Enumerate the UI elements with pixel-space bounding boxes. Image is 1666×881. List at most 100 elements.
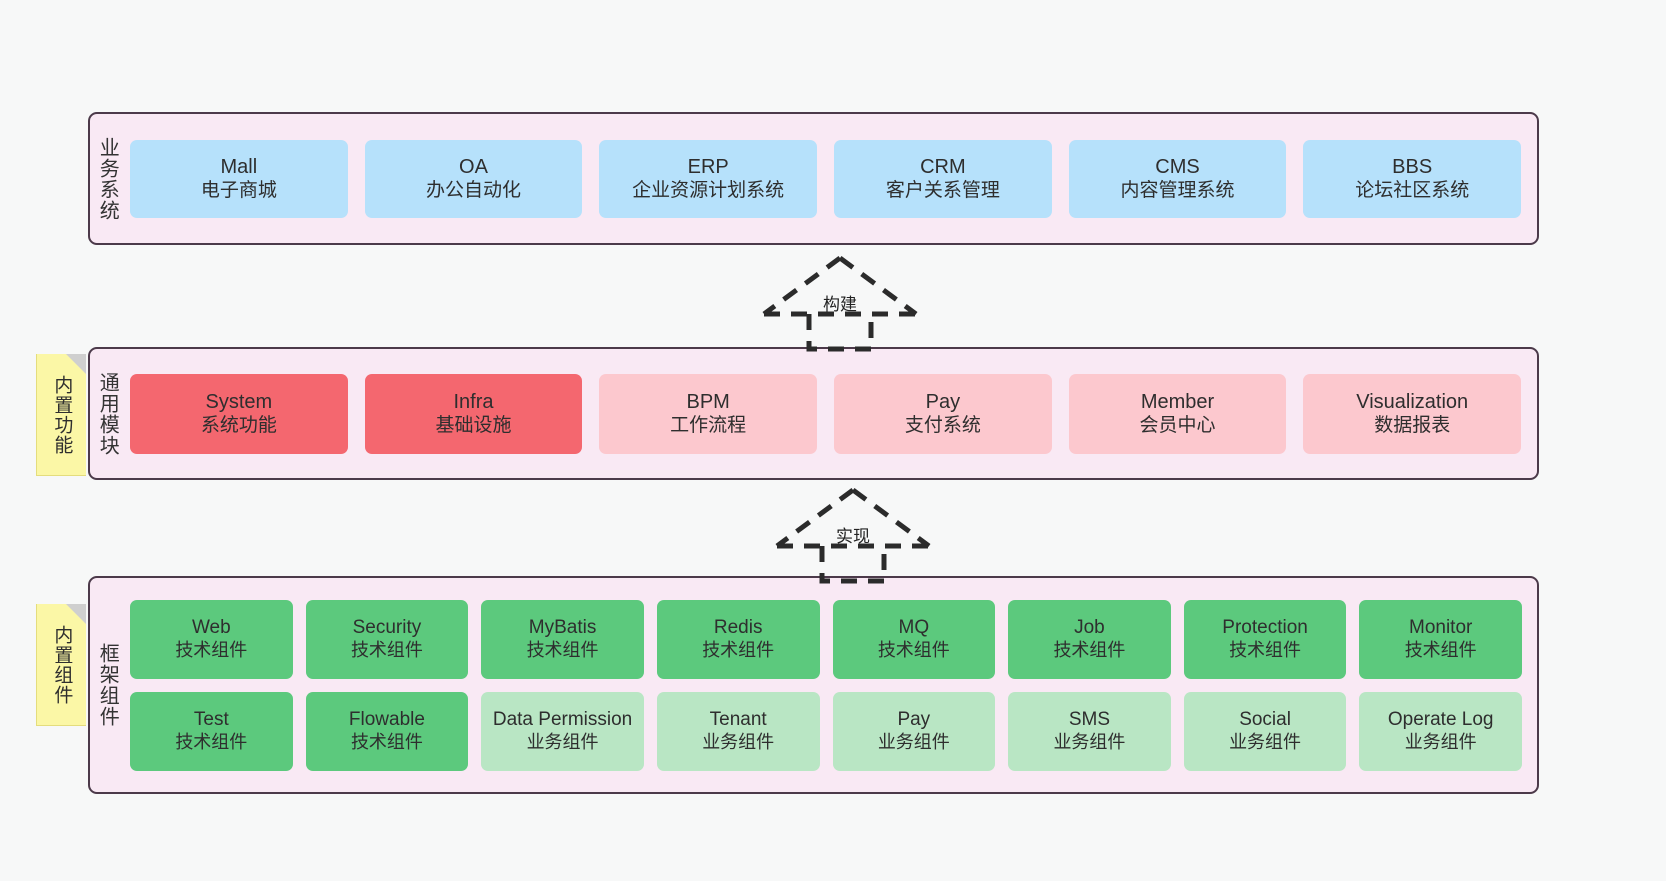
node-data-permission[interactable]: Data Permission 业务组件 <box>481 691 644 771</box>
node-title: Visualization <box>1356 390 1469 413</box>
node-subtitle: 工作流程 <box>670 415 747 437</box>
generalization-arrow-icon <box>762 255 918 352</box>
node-crm[interactable]: CRM 客户关系管理 <box>834 139 1052 218</box>
tier-business-systems-label: 业务系统 <box>96 136 119 221</box>
connector-implement-label: 实现 <box>836 527 870 546</box>
node-web[interactable]: Web 技术组件 <box>130 599 293 679</box>
framework-components-row-2: Test 技术组件 Flowable 技术组件 Data Permission … <box>130 691 1522 771</box>
node-subtitle: 技术组件 <box>1053 639 1126 660</box>
node-job[interactable]: Job 技术组件 <box>1008 599 1171 679</box>
node-subtitle: 内容管理系统 <box>1120 180 1235 202</box>
node-subtitle: 业务组件 <box>1053 731 1126 752</box>
note-fold-corner-icon <box>66 604 86 624</box>
node-subtitle: 客户关系管理 <box>885 180 1000 202</box>
node-title: Social <box>1239 709 1291 731</box>
node-subtitle: 业务组件 <box>1229 731 1302 752</box>
note-builtin-component-text: 内置组件 <box>51 624 73 705</box>
node-operate-log[interactable]: Operate Log 业务组件 <box>1359 691 1522 771</box>
node-mq[interactable]: MQ 技术组件 <box>832 599 996 679</box>
node-title: CRM <box>920 155 966 178</box>
node-cms[interactable]: CMS 内容管理系统 <box>1068 139 1287 218</box>
node-subtitle: 会员中心 <box>1139 415 1216 437</box>
node-bpm[interactable]: BPM 工作流程 <box>599 373 818 454</box>
tier-business-systems: 业务系统 Mall 电子商城 OA 办公自动化 ERP 企业资源计划系统 CRM… <box>88 112 1539 245</box>
note-builtin-function-text: 内置功能 <box>51 374 73 455</box>
node-pay-module[interactable]: Pay 支付系统 <box>834 373 1052 454</box>
node-mybatis[interactable]: MyBatis 技术组件 <box>481 599 644 679</box>
node-infra[interactable]: Infra 基础设施 <box>364 373 583 454</box>
note-builtin-function: 内置功能 <box>36 354 86 476</box>
node-protection[interactable]: Protection 技术组件 <box>1183 599 1347 679</box>
node-title: Security <box>352 617 422 639</box>
node-subtitle: 电子商城 <box>200 180 277 202</box>
node-mall[interactable]: Mall 电子商城 <box>130 139 348 218</box>
node-title: Pay <box>897 709 931 731</box>
node-subtitle: 业务组件 <box>702 731 775 752</box>
node-member[interactable]: Member 会员中心 <box>1068 373 1287 454</box>
node-subtitle: 企业资源计划系统 <box>632 180 785 202</box>
node-title: Redis <box>713 617 763 639</box>
node-title: Tenant <box>709 709 767 731</box>
node-title: CMS <box>1155 155 1200 178</box>
node-title: Monitor <box>1409 617 1473 639</box>
node-title: ERP <box>687 155 729 178</box>
node-title: Infra <box>453 390 494 413</box>
node-subtitle: 技术组件 <box>702 639 775 660</box>
note-fold-corner-icon <box>66 354 86 374</box>
node-test[interactable]: Test 技术组件 <box>130 691 293 771</box>
node-subtitle: 系统功能 <box>200 415 277 437</box>
node-title: MQ <box>898 617 930 639</box>
node-title: Flowable <box>348 709 425 731</box>
node-oa[interactable]: OA 办公自动化 <box>364 139 583 218</box>
node-title: Test <box>193 709 229 731</box>
tier-framework-components-label: 框架组件 <box>96 643 119 727</box>
node-redis[interactable]: Redis 技术组件 <box>656 599 820 679</box>
node-title: System <box>205 390 273 413</box>
node-subtitle: 技术组件 <box>1404 639 1477 660</box>
node-subtitle: 技术组件 <box>350 639 423 660</box>
node-pay-component[interactable]: Pay 业务组件 <box>832 691 996 771</box>
connector-build-label: 构建 <box>823 295 857 314</box>
node-system[interactable]: System 系统功能 <box>130 373 348 454</box>
node-subtitle: 业务组件 <box>526 731 599 752</box>
node-subtitle: 支付系统 <box>904 415 981 437</box>
node-subtitle: 基础设施 <box>435 415 512 437</box>
node-sms[interactable]: SMS 业务组件 <box>1008 691 1171 771</box>
node-tenant[interactable]: Tenant 业务组件 <box>656 691 820 771</box>
node-erp[interactable]: ERP 企业资源计划系统 <box>599 139 818 218</box>
tier-framework-components-body: Web 技术组件 Security 技术组件 MyBatis 技术组件 Redi… <box>124 578 1537 792</box>
node-visualization[interactable]: Visualization 数据报表 <box>1303 373 1522 454</box>
node-subtitle: 技术组件 <box>350 731 423 752</box>
node-monitor[interactable]: Monitor 技术组件 <box>1359 599 1522 679</box>
node-bbs[interactable]: BBS 论坛社区系统 <box>1303 139 1522 218</box>
node-subtitle: 技术组件 <box>877 639 950 660</box>
connector-implement-arrow: 实现 <box>768 484 938 584</box>
node-social[interactable]: Social 业务组件 <box>1183 691 1347 771</box>
connector-build-arrow: 构建 <box>755 252 925 352</box>
tier-common-modules: 通用模块 System 系统功能 Infra 基础设施 BPM 工作流程 Pay… <box>88 347 1539 480</box>
node-title: Member <box>1140 390 1215 413</box>
node-subtitle: 技术组件 <box>175 639 248 660</box>
common-modules-row: System 系统功能 Infra 基础设施 BPM 工作流程 Pay 支付系统… <box>130 373 1522 454</box>
node-subtitle: 论坛社区系统 <box>1355 180 1470 202</box>
node-subtitle: 技术组件 <box>1229 639 1302 660</box>
node-title: Job <box>1074 617 1105 639</box>
tier-business-systems-body: Mall 电子商城 OA 办公自动化 ERP 企业资源计划系统 CRM 客户关系… <box>124 114 1537 243</box>
node-title: BBS <box>1392 155 1433 178</box>
generalization-arrow-icon <box>775 487 931 584</box>
note-builtin-component: 内置组件 <box>36 604 86 726</box>
node-title: OA <box>459 155 488 178</box>
tier-common-modules-label: 通用模块 <box>96 371 119 456</box>
node-subtitle: 技术组件 <box>526 639 599 660</box>
node-title: Data Permission <box>492 709 633 731</box>
node-title: MyBatis <box>528 617 597 639</box>
node-security[interactable]: Security 技术组件 <box>305 599 469 679</box>
node-subtitle: 办公自动化 <box>426 180 522 202</box>
business-systems-row: Mall 电子商城 OA 办公自动化 ERP 企业资源计划系统 CRM 客户关系… <box>130 139 1522 218</box>
node-title: Web <box>191 617 231 639</box>
node-subtitle: 业务组件 <box>877 731 950 752</box>
node-flowable[interactable]: Flowable 技术组件 <box>305 691 469 771</box>
node-title: BPM <box>686 390 730 413</box>
node-subtitle: 技术组件 <box>175 731 248 752</box>
framework-components-row-1: Web 技术组件 Security 技术组件 MyBatis 技术组件 Redi… <box>130 599 1522 679</box>
